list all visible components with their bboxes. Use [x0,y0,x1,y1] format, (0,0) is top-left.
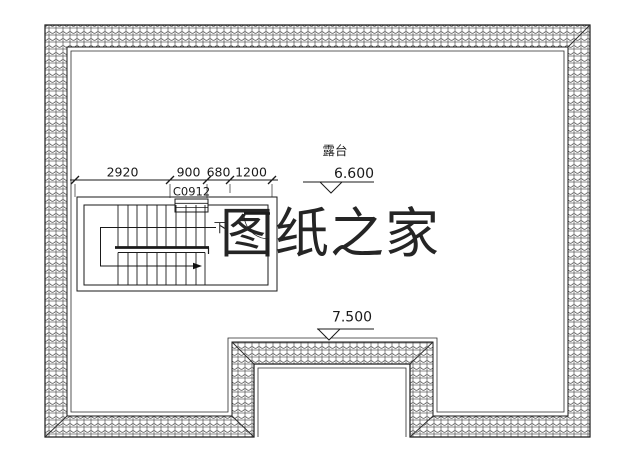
dim-1200: 1200 [235,165,267,180]
stair-walk-line [100,227,216,270]
dim-2920: 2920 [107,165,139,180]
door-swing-arc [243,213,270,240]
down-label: 下 [214,220,227,235]
door-opening [264,210,273,240]
lower-elevation-value: 7.500 [332,310,372,326]
terrace-elevation-value: 6.600 [334,166,374,182]
stair-door [243,210,273,240]
window-c0912 [174,198,209,213]
stair-direction-arrow [193,262,202,270]
dimension-chain: 2920 900 680 1200 C0912 [70,165,278,199]
dim-680: 680 [207,165,231,180]
stair-mid-rail [115,246,210,254]
terrace-elevation-marker: 露台 6.600 [303,143,374,194]
roof-hip-lines [44,24,591,438]
terrace-label: 露台 [322,143,347,158]
elevation-triangle-icon [318,181,344,194]
window-label: C0912 [173,185,210,199]
stair-treads-upper [117,205,206,247]
lower-roof-elevation-marker: 7.500 [316,310,374,341]
watermark: 图纸之家 [220,202,440,265]
dimension-ticks [70,175,277,185]
elevation-triangle-icon [316,328,342,341]
notch-parapet-line [257,367,407,437]
terrace-parapet-line [70,50,565,413]
dim-900: 900 [177,165,201,180]
dimension-extension-lines [74,184,273,198]
stair-treads-lower [117,252,206,285]
